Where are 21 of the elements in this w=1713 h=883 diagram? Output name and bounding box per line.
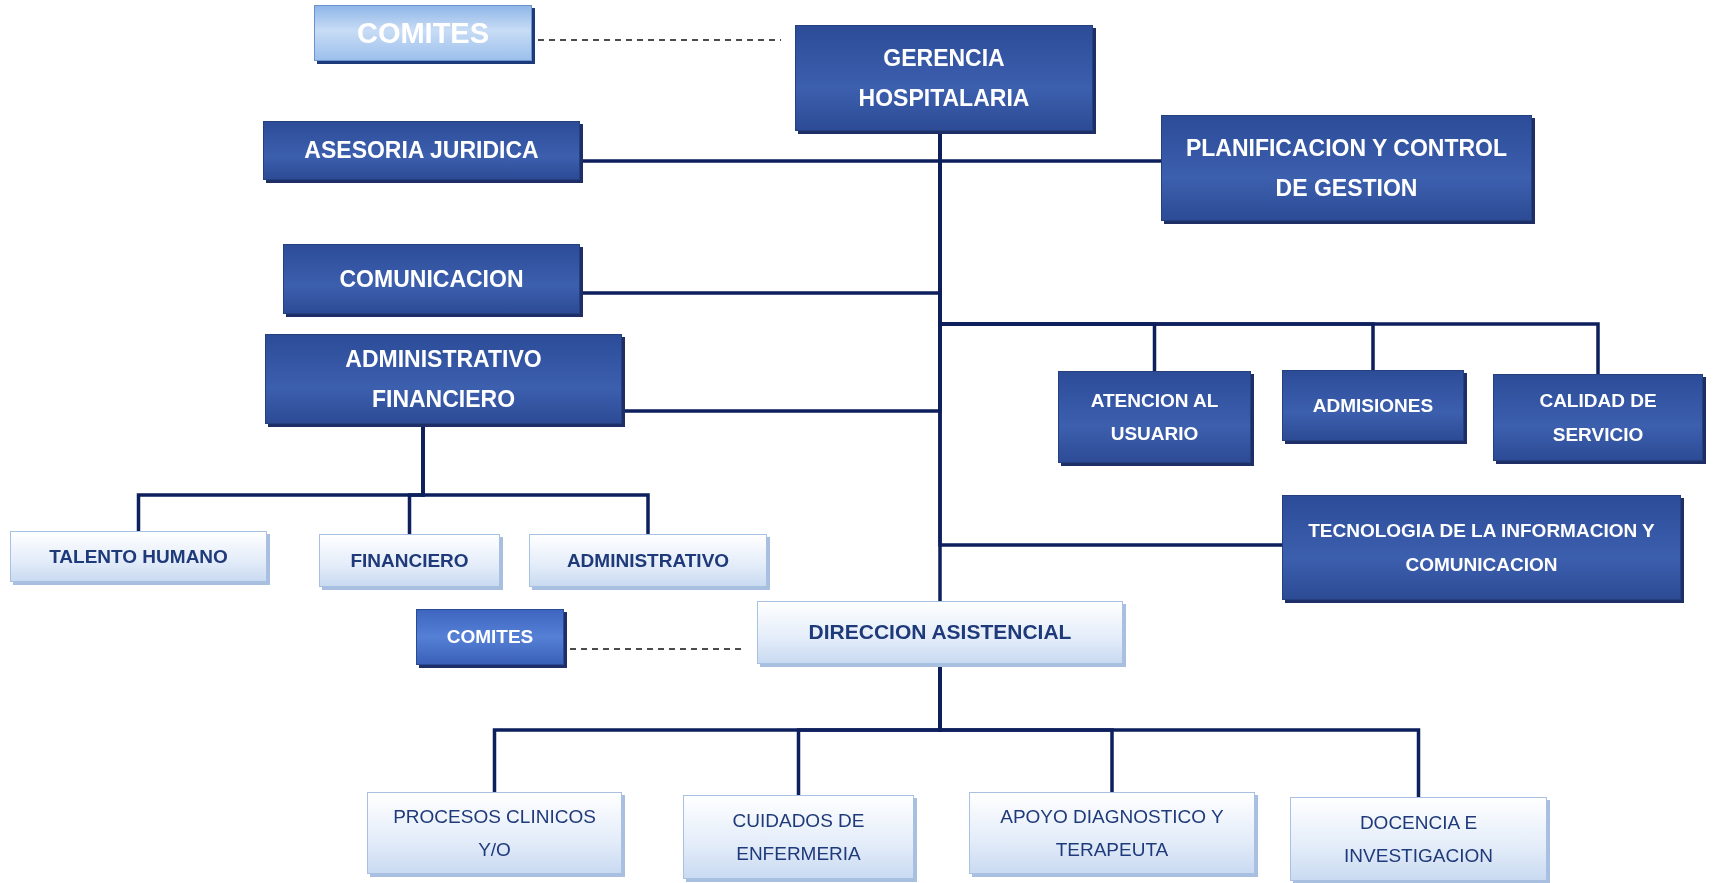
- unit-box: PROCESOS CLINICOS Y/O: [367, 792, 622, 874]
- management-box: GERENCIA HOSPITALARIA: [795, 25, 1093, 131]
- unit-box: TALENTO HUMANO: [10, 531, 267, 582]
- unit-box: FINANCIERO: [319, 534, 500, 587]
- department-box: PLANIFICACION Y CONTROL DE GESTION: [1161, 115, 1532, 221]
- department-box: CALIDAD DE SERVICIO: [1493, 374, 1703, 461]
- department-box: ADMISIONES: [1282, 370, 1464, 441]
- unit-box: DOCENCIA E INVESTIGACION: [1290, 797, 1547, 881]
- department-box: ASESORIA JURIDICA: [263, 121, 580, 180]
- unit-box: APOYO DIAGNOSTICO Y TERAPEUTA: [969, 792, 1255, 874]
- department-box: ATENCION AL USUARIO: [1058, 371, 1251, 463]
- connector-line: [938, 131, 942, 601]
- connector-line: [421, 424, 650, 534]
- department-box: COMUNICACION: [283, 244, 580, 314]
- unit-box: CUIDADOS DE ENFERMERIA: [683, 795, 914, 879]
- department-box: TECNOLOGIA DE LA INFORMACION Y COMUNICACION: [1282, 495, 1681, 600]
- committee-box: COMITES: [416, 609, 564, 665]
- department-box: ADMINISTRATIVO FINANCIERO: [265, 334, 622, 424]
- direction-box: DIRECCION ASISTENCIAL: [757, 601, 1123, 664]
- committee-box: COMITES: [314, 5, 532, 61]
- unit-box: ADMINISTRATIVO: [529, 534, 767, 587]
